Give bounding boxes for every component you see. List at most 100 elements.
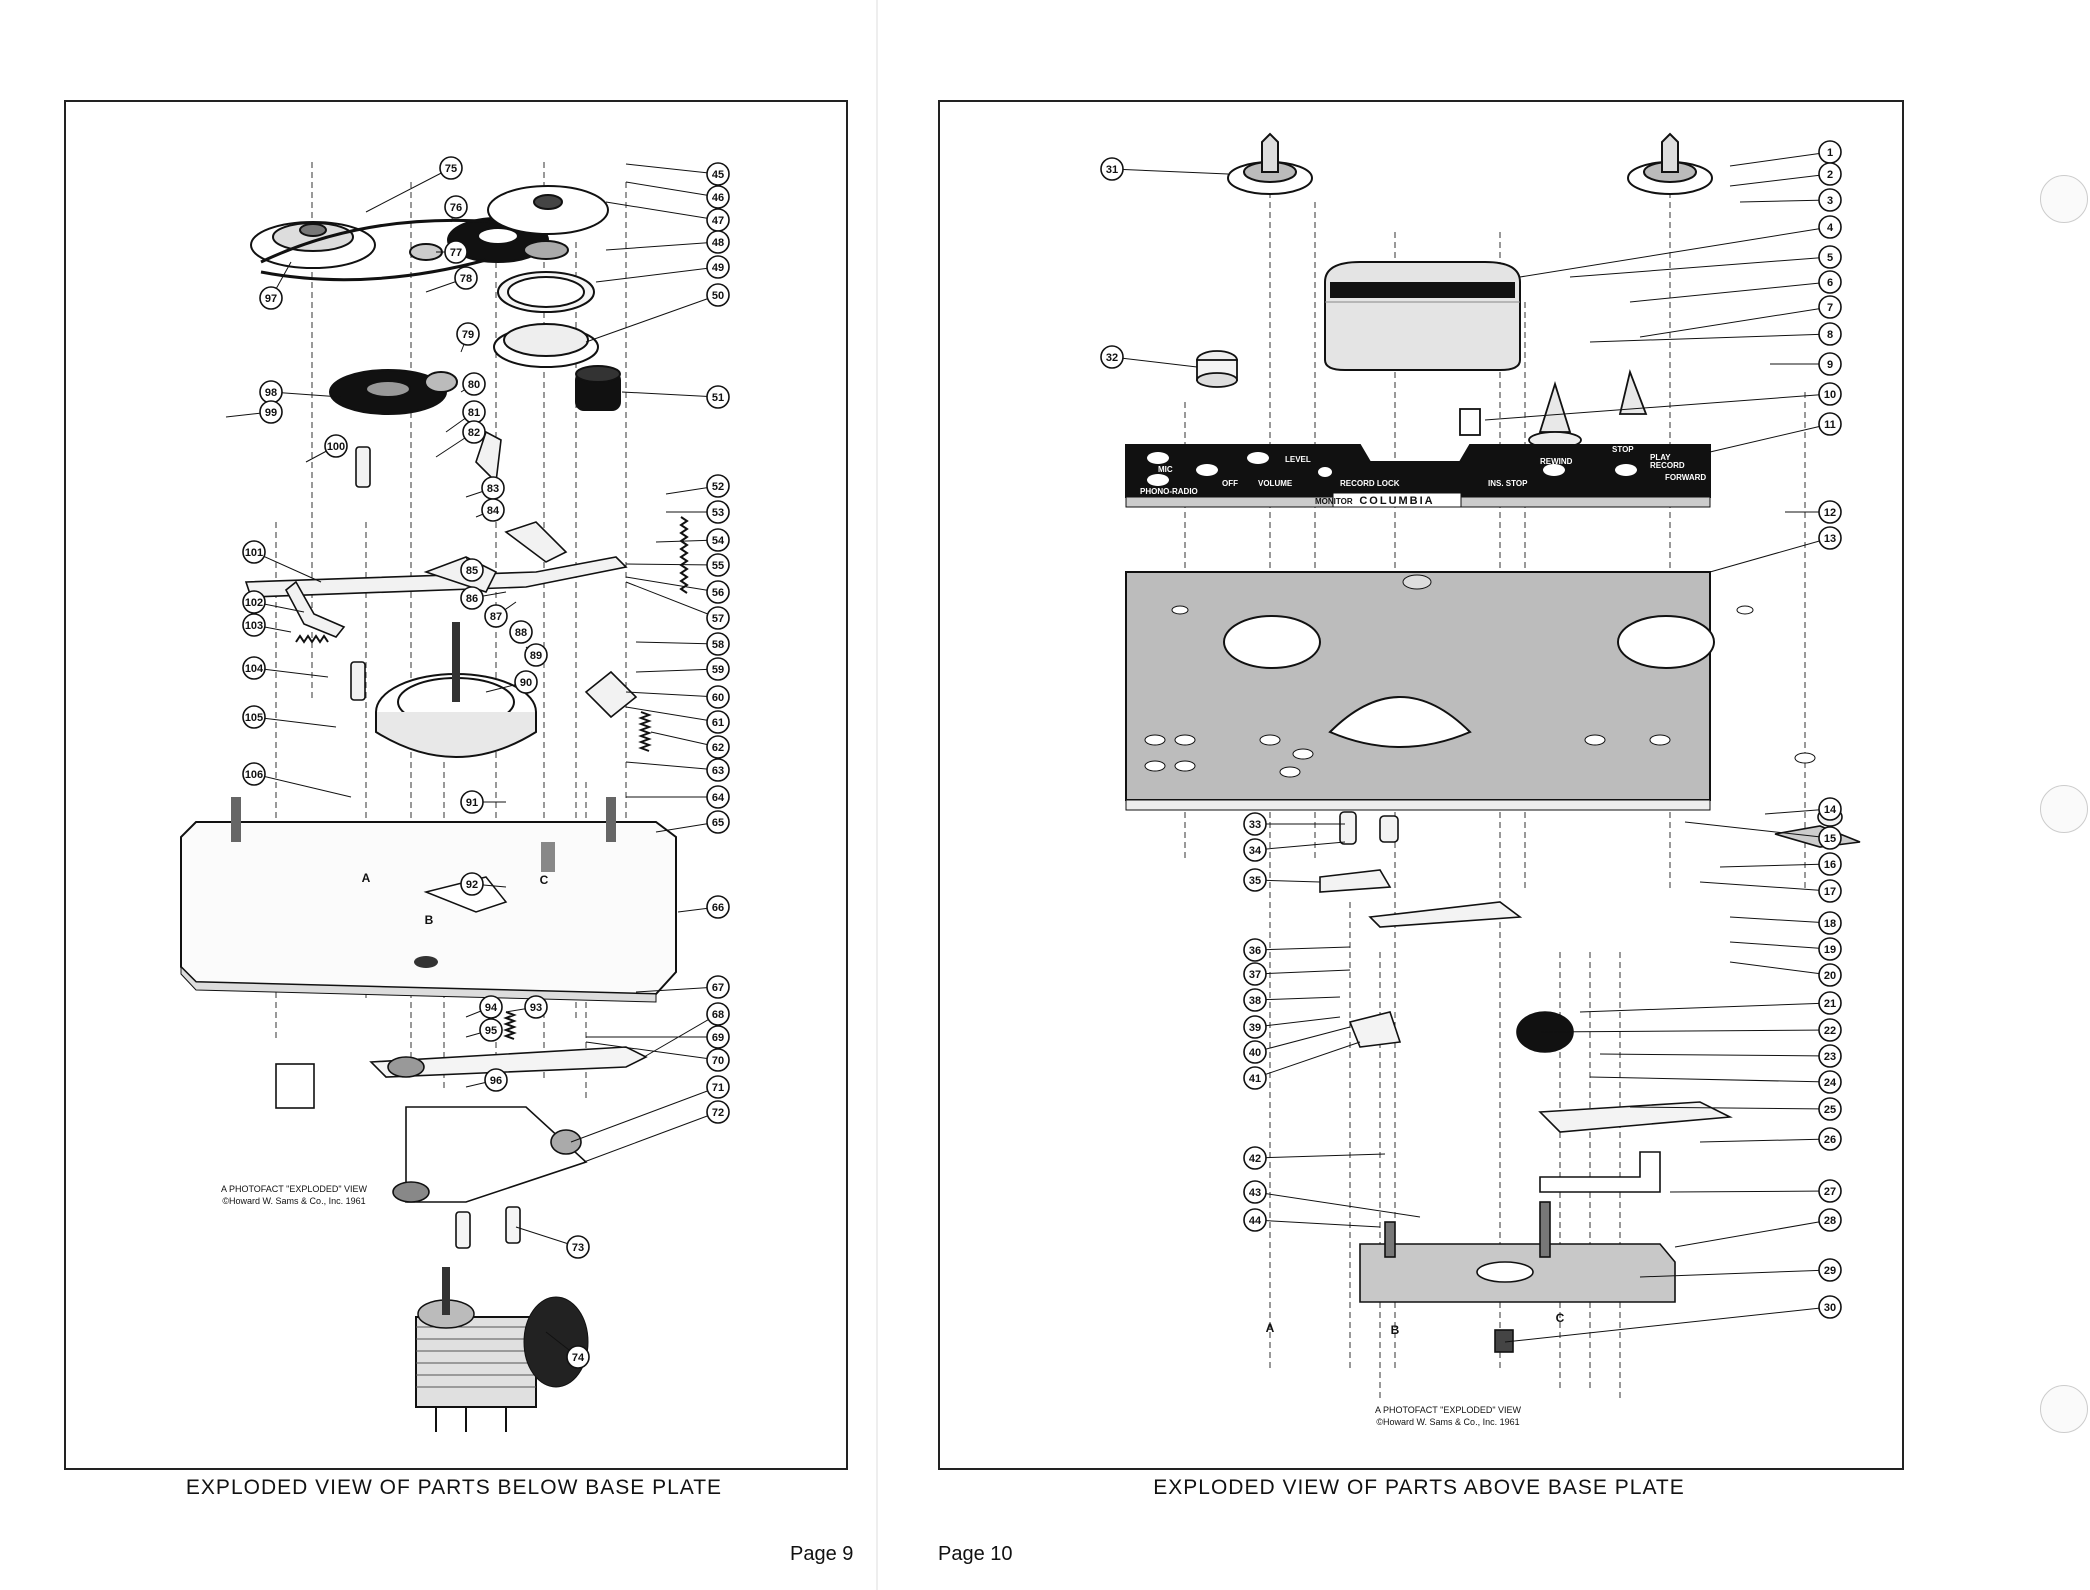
callout-leader-line bbox=[625, 181, 719, 198]
callout-number: 22 bbox=[1824, 1025, 1836, 1037]
axis-letter: B bbox=[1391, 1323, 1400, 1337]
callout-circle bbox=[706, 1002, 730, 1026]
callout-number: 21 bbox=[1824, 998, 1836, 1010]
callout-number: 61 bbox=[712, 717, 724, 729]
callout-circle bbox=[1818, 937, 1842, 961]
callout-leader-line bbox=[625, 761, 719, 771]
callout-leader-line bbox=[1719, 863, 1831, 868]
callout-leader-line bbox=[1589, 333, 1831, 343]
callout-circle bbox=[706, 1025, 730, 1049]
callout-circle bbox=[524, 643, 548, 667]
control-knobs bbox=[1196, 350, 1648, 449]
callout-leader-line bbox=[1589, 1076, 1831, 1083]
callout-number: 57 bbox=[712, 613, 724, 625]
callout-number: 19 bbox=[1824, 944, 1836, 956]
callout-circle bbox=[1818, 352, 1842, 376]
callout-number: 86 bbox=[466, 593, 478, 605]
callout-circle bbox=[460, 872, 484, 896]
callout-number: 103 bbox=[245, 620, 263, 632]
callout-leader-line bbox=[625, 691, 719, 698]
callout-circle bbox=[706, 657, 730, 681]
callout-circle bbox=[1243, 988, 1267, 1012]
base-plate bbox=[180, 797, 677, 1003]
callout-number: 58 bbox=[712, 639, 724, 651]
motor bbox=[415, 1267, 589, 1432]
credit-title: A PHOTOFACT "EXPLODED" VIEW bbox=[1374, 1405, 1522, 1415]
callout-number: 84 bbox=[487, 505, 500, 517]
callout-circle bbox=[481, 498, 505, 522]
callout-number: 105 bbox=[245, 712, 263, 724]
callout-circle bbox=[1818, 1097, 1842, 1121]
callout-circle bbox=[706, 975, 730, 999]
callout-number: 89 bbox=[530, 650, 542, 662]
callout-circle bbox=[1818, 991, 1842, 1015]
credit-copyright: ©Howard W. Sams & Co., Inc. 1961 bbox=[222, 1196, 366, 1206]
callout-circle bbox=[444, 240, 468, 264]
callout-circle bbox=[1818, 1127, 1842, 1151]
callout-number: 95 bbox=[485, 1025, 497, 1037]
axis-letter-group: ABC bbox=[362, 871, 549, 927]
panel-label-play: PLAY bbox=[1650, 453, 1671, 462]
callout-number: 32 bbox=[1106, 352, 1118, 364]
callout-circle bbox=[1818, 1179, 1842, 1203]
callout-number: 71 bbox=[712, 1082, 724, 1094]
panel-label-mic: MIC bbox=[1158, 465, 1173, 474]
callout-number: 64 bbox=[712, 792, 725, 804]
credit-title: A PHOTOFACT "EXPLODED" VIEW bbox=[220, 1184, 368, 1194]
callout-leader-line bbox=[1709, 423, 1831, 453]
callout-group: 4546474849505152535455565758596061626364… bbox=[225, 156, 730, 1369]
callout-number: 77 bbox=[450, 247, 462, 259]
page-gutter bbox=[876, 0, 878, 1590]
callout-number: 80 bbox=[468, 379, 480, 391]
callout-number: 87 bbox=[490, 611, 502, 623]
callout-circle bbox=[1818, 322, 1842, 346]
callout-circle bbox=[1243, 1066, 1267, 1090]
callout-circle bbox=[1818, 879, 1842, 903]
callout-circle bbox=[1818, 382, 1842, 406]
callout-circle bbox=[566, 1235, 590, 1259]
callout-number: 1 bbox=[1827, 147, 1833, 159]
callout-leader-line bbox=[595, 266, 719, 283]
callout-leader-line bbox=[635, 668, 719, 673]
callout-number: 75 bbox=[445, 163, 457, 175]
callout-circle bbox=[514, 670, 538, 694]
callout-leader-line bbox=[1254, 1191, 1421, 1218]
callout-number: 7 bbox=[1827, 302, 1833, 314]
callout-circle bbox=[1100, 157, 1124, 181]
callout-number: 41 bbox=[1249, 1073, 1261, 1085]
callout-leader-line bbox=[1729, 961, 1831, 976]
callout-number: 34 bbox=[1249, 845, 1262, 857]
callout-circle bbox=[1818, 188, 1842, 212]
callout-number: 70 bbox=[712, 1055, 724, 1067]
callout-leader-line bbox=[570, 1086, 719, 1143]
callout-number: 48 bbox=[712, 237, 724, 249]
callout-number: 24 bbox=[1824, 1077, 1837, 1089]
callout-circle bbox=[706, 1100, 730, 1124]
callout-number: 18 bbox=[1824, 918, 1836, 930]
mounting-plate bbox=[1125, 571, 1816, 811]
callout-group: 1234567891011121314151617181920212223242… bbox=[1100, 140, 1842, 1343]
callout-leader-line bbox=[1569, 256, 1831, 278]
callout-number: 106 bbox=[245, 769, 263, 781]
callout-circle bbox=[706, 283, 730, 307]
callout-leader-line bbox=[1729, 151, 1831, 167]
callout-number: 93 bbox=[530, 1002, 542, 1014]
callout-leader-line bbox=[1484, 393, 1831, 421]
callout-circle bbox=[1243, 838, 1267, 862]
callout-number: 42 bbox=[1249, 1153, 1261, 1165]
callout-number: 100 bbox=[327, 441, 345, 453]
reel-spindles bbox=[1227, 132, 1713, 195]
callout-circle bbox=[706, 185, 730, 209]
panel-label-level: LEVEL bbox=[1285, 455, 1311, 464]
callout-number: 101 bbox=[245, 547, 263, 559]
callout-number: 85 bbox=[466, 565, 478, 577]
callout-leader-line bbox=[605, 241, 719, 251]
lower-assembly bbox=[1319, 807, 1861, 1353]
callout-circle bbox=[1818, 911, 1842, 935]
callout-number: 99 bbox=[265, 407, 277, 419]
panel-label-stop: STOP bbox=[1612, 445, 1634, 454]
flywheel bbox=[375, 622, 537, 758]
callout-circle bbox=[1243, 938, 1267, 962]
